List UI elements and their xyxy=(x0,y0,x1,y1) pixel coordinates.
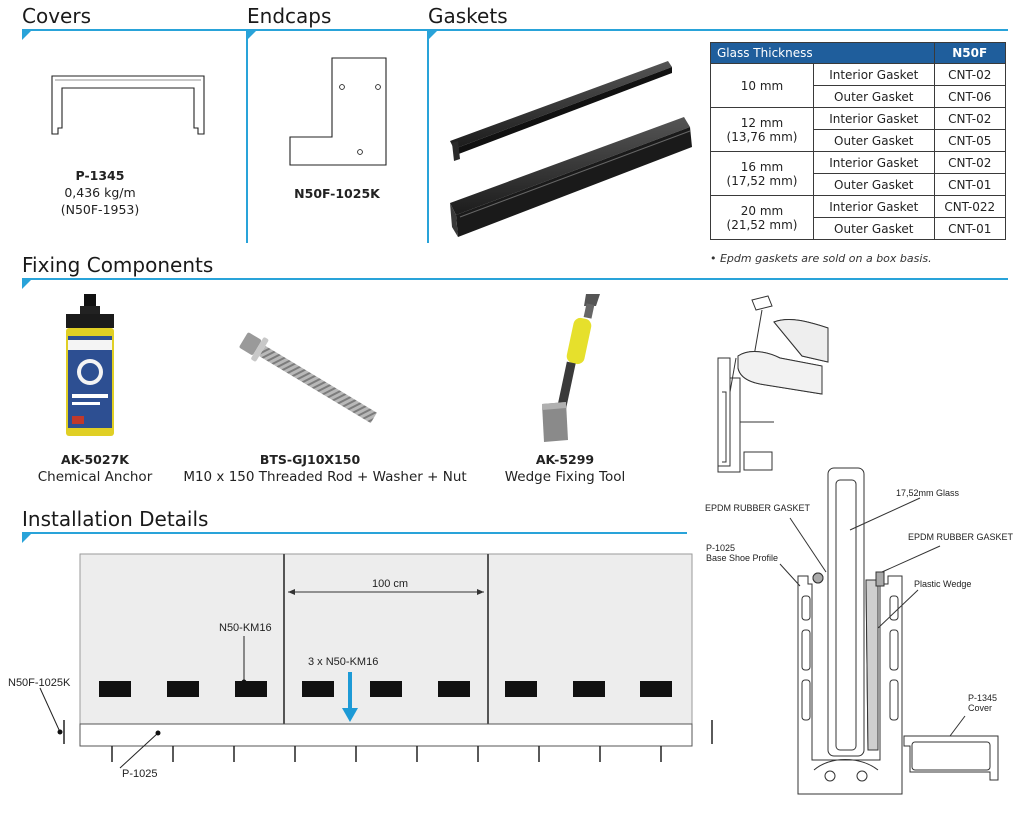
glass-label: 17,52mm Glass xyxy=(896,488,960,498)
wedge-label: Plastic Wedge xyxy=(914,579,972,589)
covers-marker xyxy=(22,30,32,40)
gasket-note: • Epdm gaskets are sold on a box basis. xyxy=(710,252,932,265)
fixing-marker xyxy=(22,279,32,289)
endcap-drawing xyxy=(289,57,387,166)
gasket-right-label: EPDM RUBBER GASKET xyxy=(908,532,1014,542)
gasket-code-cell: CNT-02 xyxy=(933,63,1006,86)
fixing-rule xyxy=(22,278,1008,280)
rod-name: M10 x 150 Threaded Rod + Washer + Nut xyxy=(183,469,467,485)
gasket-left-label: EPDM RUBBER GASKET xyxy=(705,503,811,513)
gasket-type-cell: Interior Gasket xyxy=(813,151,935,174)
thickness-alt-cell: (17,52 mm) xyxy=(726,173,798,188)
gasket-table: Glass Thickness N50F 10 mm Interior Gask… xyxy=(710,42,1006,240)
hammer-installation-sketch xyxy=(717,295,829,473)
installation-rule xyxy=(22,532,687,534)
km16-pad xyxy=(99,681,131,697)
cover-code: P-1345 xyxy=(75,168,125,183)
fixing-title: Fixing Components xyxy=(22,253,214,277)
section-detail-drawing xyxy=(779,467,999,795)
table-header-model: N50F xyxy=(933,42,1006,64)
span-label: 100 cm xyxy=(372,578,409,590)
cover-weight: 0,436 kg/m xyxy=(64,185,136,200)
gaskets-marker xyxy=(428,30,438,40)
thickness-cell: 20 mm xyxy=(740,203,784,218)
thickness-cell: 12 mm xyxy=(740,115,784,130)
gasket-code-cell: CNT-02 xyxy=(933,151,1006,174)
rod-code: BTS-GJ10X150 xyxy=(259,452,361,467)
table-row: 10 mm Interior Gasket CNT-02 xyxy=(710,63,1006,108)
table-row: 12 mm(13,76 mm) Interior Gasket CNT-02 xyxy=(710,107,1006,152)
km16-pad xyxy=(505,681,537,697)
thickness-alt-cell: (21,52 mm) xyxy=(726,217,798,232)
cover-code-label: P-1345 xyxy=(968,693,998,703)
gasket-code-cell: CNT-05 xyxy=(933,129,1006,152)
anchor-code: AK-5027K xyxy=(61,452,129,467)
km16-pad xyxy=(640,681,672,697)
gasket-code-cell: CNT-022 xyxy=(933,195,1006,218)
base-shoe-code-label: P-1025 xyxy=(706,543,736,553)
gasket-type-cell: Interior Gasket xyxy=(813,195,935,218)
installation-title: Installation Details xyxy=(22,507,209,531)
installation-marker xyxy=(22,533,32,543)
table-row: Outer Gasket CNT-01 xyxy=(711,217,1006,240)
covers-separator xyxy=(246,30,248,243)
km16-pad xyxy=(302,681,334,697)
km16-pad xyxy=(573,681,605,697)
base-shoe-name-label: Base Shoe Profile xyxy=(706,553,779,563)
endcaps-separator xyxy=(427,30,429,243)
cover-name-label: Cover xyxy=(968,703,993,713)
thickness-alt-cell: (13,76 mm) xyxy=(726,129,798,144)
gasket-code-cell: CNT-01 xyxy=(933,173,1006,196)
gaskets-image xyxy=(450,61,692,237)
top-rule xyxy=(22,29,1008,31)
threaded-rod-image xyxy=(239,332,377,424)
km16-pad xyxy=(235,681,267,697)
base-label: P-1025 xyxy=(122,768,158,780)
endcap-label: N50F-1025K xyxy=(8,677,71,689)
table-row: 20 mm(21,52 mm) Interior Gasket CNT-022 xyxy=(710,195,1006,240)
gasket-type-cell: Outer Gasket xyxy=(813,85,935,108)
table-row: Outer Gasket CNT-06 xyxy=(711,85,1006,108)
endcap-code: N50F-1025K xyxy=(294,186,380,201)
gasket-type-cell: Interior Gasket xyxy=(813,63,935,86)
endcaps-marker xyxy=(247,30,257,40)
thickness-cell: 16 mm xyxy=(740,159,784,174)
gasket-code-cell: CNT-01 xyxy=(933,217,1006,240)
km16-pad xyxy=(438,681,470,697)
km16-pad xyxy=(370,681,402,697)
wedge-tool-image xyxy=(542,294,600,442)
endcaps-title: Endcaps xyxy=(247,4,332,28)
anchor-name: Chemical Anchor xyxy=(37,469,153,485)
km16-pad xyxy=(167,681,199,697)
cover-profile-drawing xyxy=(51,75,205,135)
table-header-thickness: Glass Thickness xyxy=(710,42,935,64)
covers-title: Covers xyxy=(22,4,91,28)
gasket-type-cell: Outer Gasket xyxy=(813,173,935,196)
tool-name: Wedge Fixing Tool xyxy=(504,469,626,485)
km16-count-label: 3 x N50-KM16 xyxy=(308,656,379,668)
chemical-anchor-image xyxy=(66,294,114,436)
gasket-code-cell: CNT-02 xyxy=(933,107,1006,130)
tool-code: AK-5299 xyxy=(535,452,595,467)
table-row: 16 mm(17,52 mm) Interior Gasket CNT-02 xyxy=(710,151,1006,196)
gaskets-title: Gaskets xyxy=(428,4,508,28)
thickness-cell: 10 mm xyxy=(740,78,784,93)
gasket-type-cell: Interior Gasket xyxy=(813,107,935,130)
table-row: Outer Gasket CNT-05 xyxy=(711,129,1006,152)
cover-reference: (N50F-1953) xyxy=(60,202,140,217)
gasket-type-cell: Outer Gasket xyxy=(813,129,935,152)
gasket-type-cell: Outer Gasket xyxy=(813,217,935,240)
gasket-code-cell: CNT-06 xyxy=(933,85,1006,108)
km16-label: N50-KM16 xyxy=(219,622,272,634)
